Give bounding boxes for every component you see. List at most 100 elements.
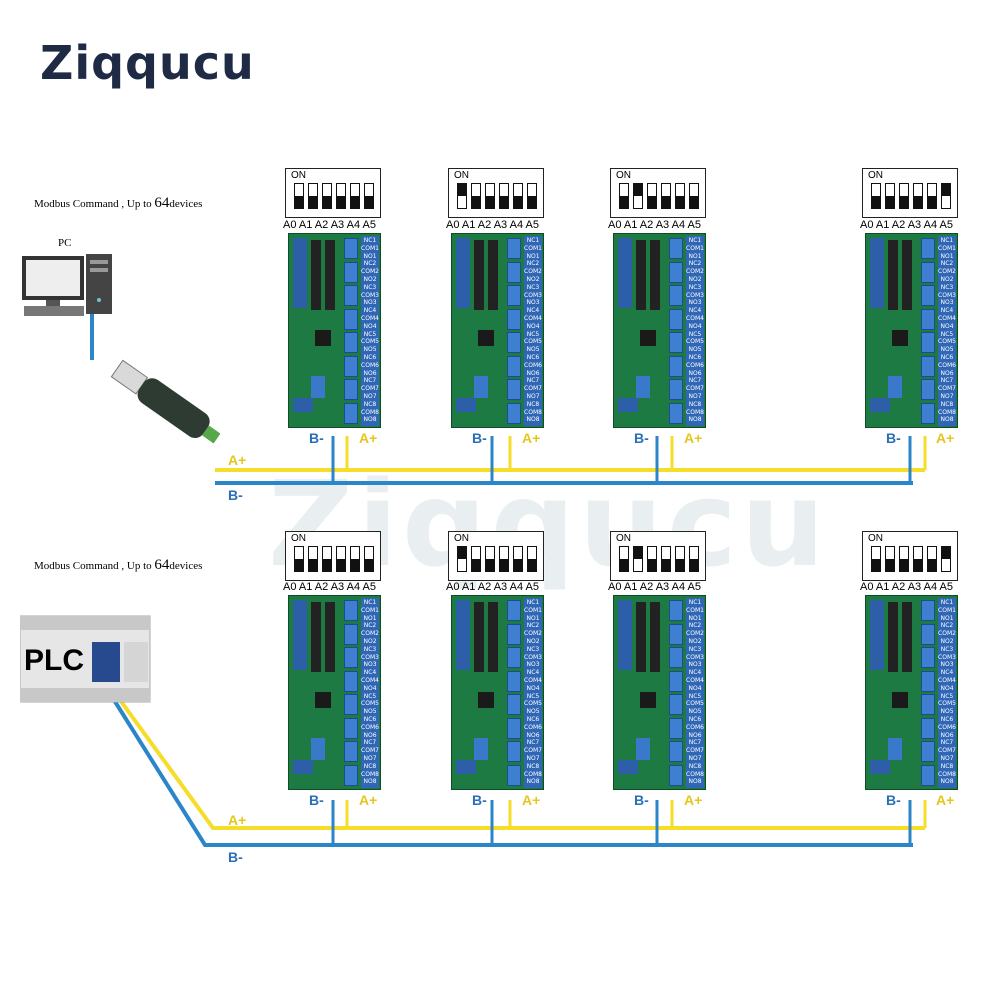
relay-terminal-label: COM7 (938, 385, 956, 393)
relay (669, 285, 683, 306)
driver-chip (325, 240, 335, 310)
address-labels: A0 A1 A2 A3 A4 A5 (446, 219, 539, 231)
relay (669, 332, 683, 353)
relay (344, 600, 358, 621)
dip-switch-4 (927, 546, 937, 572)
relay-terminal-label: NC6 (688, 716, 702, 723)
dip-switch-2 (647, 546, 657, 572)
relay-terminal-strip (938, 236, 956, 426)
relay-terminal-label: NC4 (688, 669, 702, 677)
dip-switch-knob (514, 559, 522, 571)
relay-terminal-label: COM7 (361, 747, 379, 755)
dip-switch-knob (365, 559, 373, 571)
input-terminal (618, 238, 632, 308)
mcu-chip (478, 330, 494, 346)
relay-terminal-label: COM5 (524, 700, 542, 708)
relay-terminal-label: NO6 (940, 369, 954, 377)
relay-terminal-label: NC5 (688, 330, 702, 338)
dip-on-label: ON (291, 533, 306, 544)
relay-terminal-label: NC8 (363, 762, 377, 770)
relay-terminal-label: NO7 (688, 755, 702, 762)
driver-chip (474, 602, 484, 672)
dip-switch-knob (942, 184, 950, 196)
relay-terminal-label: COM5 (686, 700, 704, 708)
dip-switch-knob (295, 559, 303, 571)
relay-terminal-label: COM8 (686, 408, 704, 416)
relay-terminal-label: NC4 (363, 307, 377, 315)
module-a-plus-label: A+ (359, 430, 378, 446)
relay (344, 623, 358, 645)
dip-switch-knob (337, 196, 345, 208)
relay-terminal-label: NO8 (526, 778, 540, 786)
module-b-minus-label: B- (472, 430, 487, 446)
relay (507, 355, 521, 377)
driver-chip (488, 240, 498, 310)
dip-switch-0 (871, 546, 881, 572)
dip-switch-knob (662, 196, 670, 208)
relay-terminal-label: NC7 (363, 739, 377, 747)
relay-terminal-label: NO4 (940, 322, 954, 330)
relay (669, 764, 683, 786)
relay (507, 694, 521, 715)
dip-switch-1 (308, 546, 318, 572)
relay (921, 694, 935, 715)
relay-terminal-label: COM2 (686, 630, 704, 638)
dip-on-label: ON (454, 533, 469, 544)
relay-terminal-label: COM7 (524, 385, 542, 393)
dip-switch-2 (322, 546, 332, 572)
relay-terminal-label: NO8 (688, 778, 702, 786)
relay-terminal-label: NC7 (363, 377, 377, 385)
dip-switch-knob (690, 196, 698, 208)
relay-terminal-label: COM7 (361, 385, 379, 393)
address-dip (311, 376, 325, 398)
relay-terminal-label: NC3 (688, 645, 702, 653)
relay-terminal-label: NC8 (688, 762, 702, 770)
relay-terminal-label: NO7 (363, 393, 377, 400)
address-labels: A0 A1 A2 A3 A4 A5 (446, 581, 539, 593)
driver-chip (650, 240, 660, 310)
relay (344, 285, 358, 306)
relay-terminal-label: COM7 (686, 385, 704, 393)
relay-terminal-label: COM8 (524, 770, 542, 778)
input-terminal (618, 600, 632, 670)
driver-chip (888, 602, 898, 672)
relay (669, 308, 683, 330)
relay (669, 741, 683, 762)
relay-terminal-label: NC6 (688, 354, 702, 361)
dip-switch-1 (308, 183, 318, 209)
relay (669, 379, 683, 400)
dip-switch-block: ON (285, 531, 381, 581)
driver-chip (474, 240, 484, 310)
relay-terminal-strip (686, 598, 704, 788)
relay-terminal-label: NO3 (526, 299, 540, 307)
power-terminal (456, 398, 476, 412)
relay-terminal-label: NO1 (940, 614, 954, 622)
dip-switch-knob (486, 559, 494, 571)
relay-terminal-label: COM5 (361, 700, 379, 708)
relay-terminal-label: COM6 (938, 361, 956, 369)
dip-switch-knob (648, 196, 656, 208)
relay-terminal-label: NO5 (363, 346, 377, 354)
relay-terminal-label: COM8 (938, 408, 956, 416)
relay-terminal-label: NC2 (363, 622, 377, 630)
dip-switch-knob (634, 184, 642, 196)
dip-switch-5 (941, 546, 951, 572)
relay-terminal-label: COM4 (361, 677, 379, 684)
dip-on-label: ON (868, 533, 883, 544)
dip-switch-0 (457, 183, 467, 209)
dip-switch-block: ON (862, 531, 958, 581)
relay (669, 647, 683, 668)
relay (921, 285, 935, 306)
relay-terminal-label: NO1 (526, 614, 540, 622)
dip-switch-2 (899, 546, 909, 572)
relay-terminal-label: NC3 (363, 283, 377, 291)
driver-chip (636, 602, 646, 672)
relay-terminal-label: NO8 (363, 778, 377, 786)
relay-terminal-label: NO6 (526, 369, 540, 377)
relay-terminal-label: COM4 (686, 677, 704, 684)
dip-switch-2 (485, 183, 495, 209)
relay-terminal-label: NO4 (688, 684, 702, 692)
relay-terminal-label: NC4 (688, 307, 702, 315)
relay-terminal-label: NC5 (526, 330, 540, 338)
